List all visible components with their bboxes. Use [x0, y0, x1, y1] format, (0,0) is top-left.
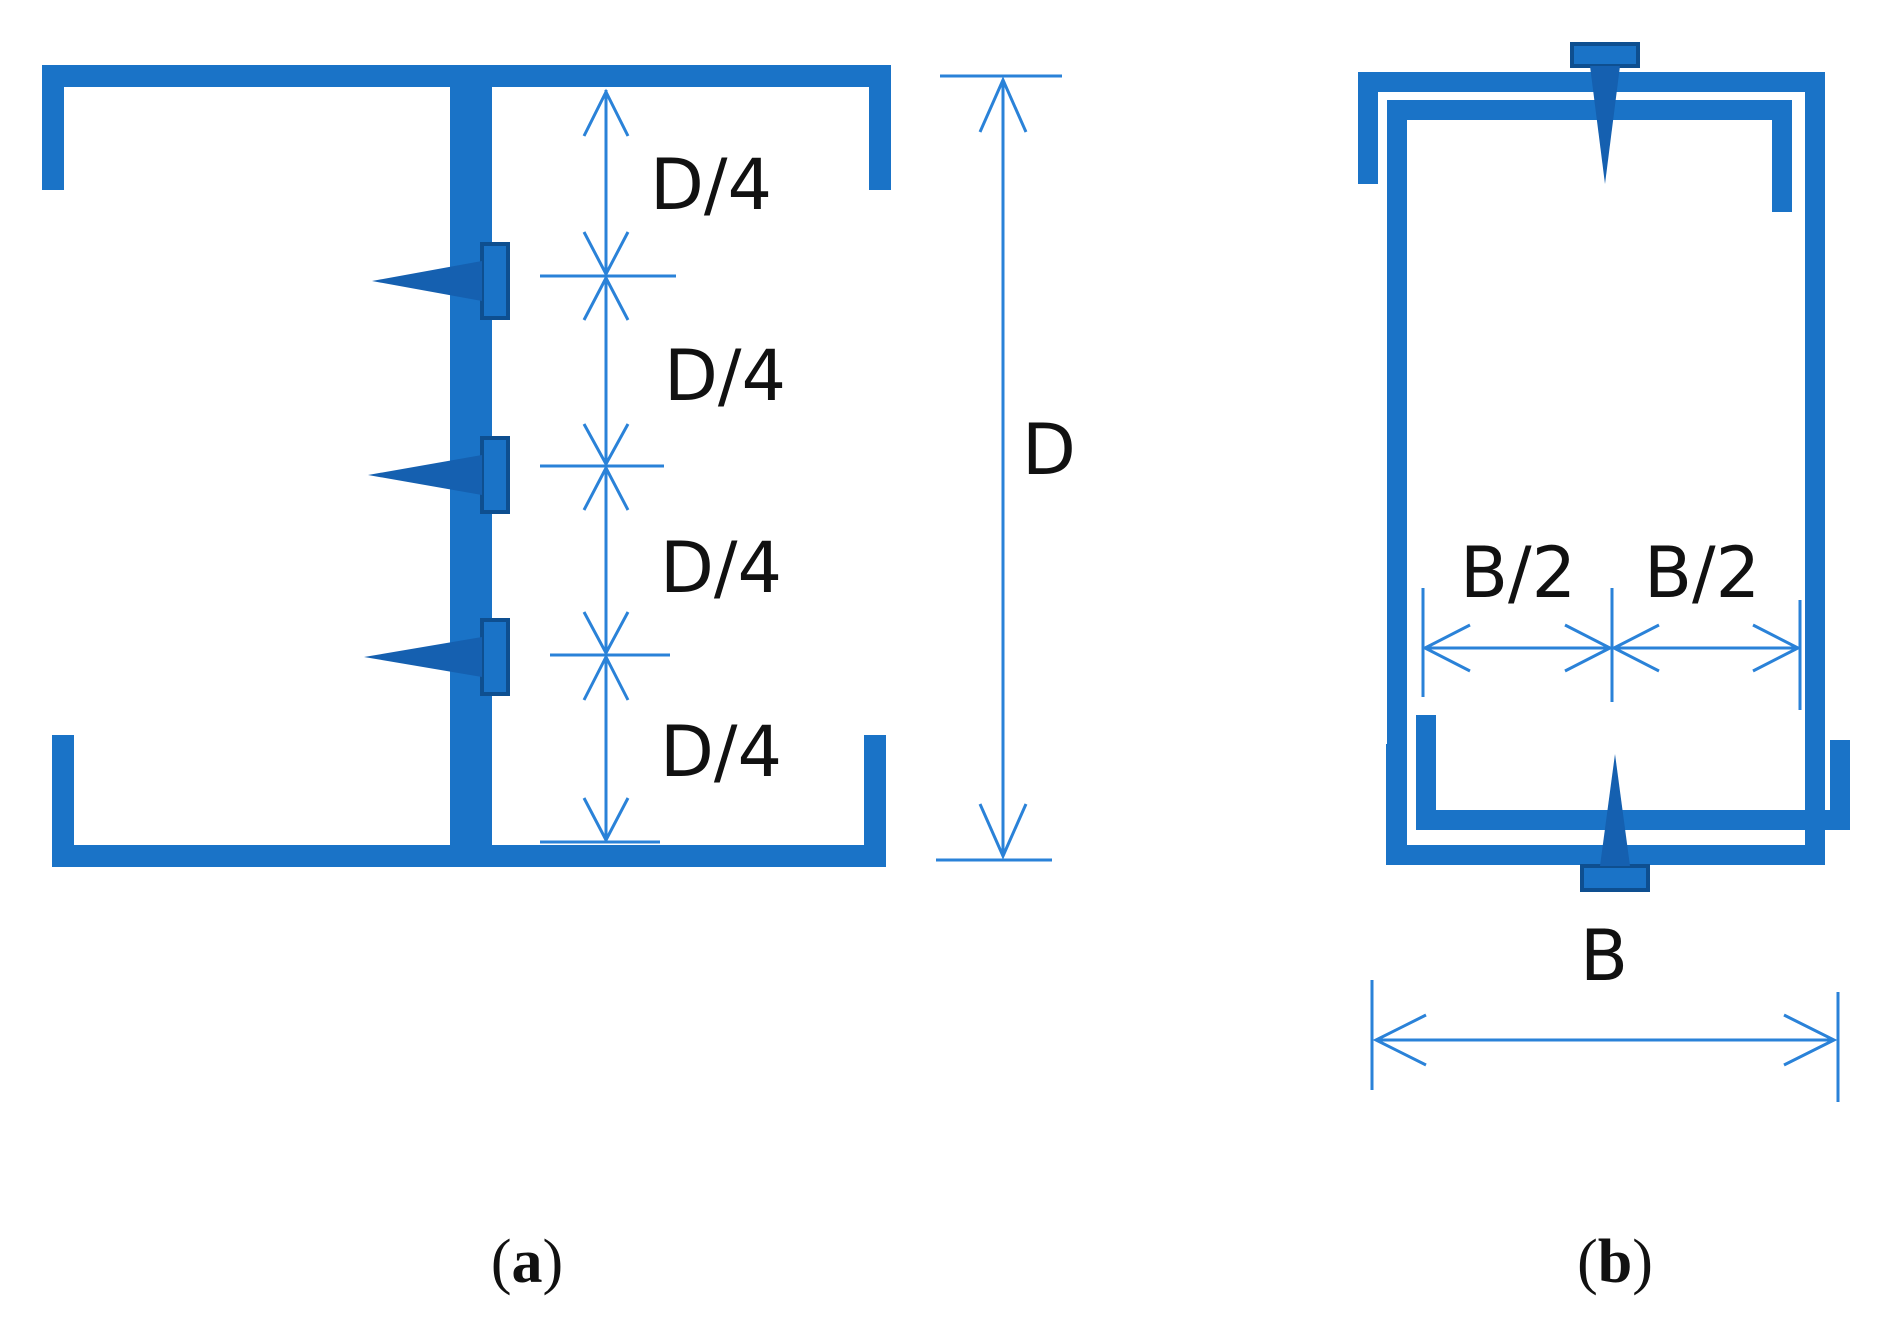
screw-3: [364, 618, 510, 696]
caption-a: (a): [491, 1228, 563, 1296]
screw-1: [372, 242, 510, 320]
half-width-label-2: B/2: [1644, 532, 1760, 614]
depth-label: D: [1022, 409, 1076, 491]
left-channel-section: [42, 65, 472, 867]
spacing-label-1: D/4: [650, 144, 772, 226]
spacing-label-2: D/4: [664, 335, 786, 417]
half-width-dimension: [1421, 588, 1802, 710]
panel-b: B/2 B/2 B (b): [1358, 42, 1850, 1296]
panel-a: D/4 D/4 D/4 D/4 D (a): [42, 65, 1076, 1296]
quarter-spacing-dimension: [540, 88, 676, 844]
spacing-label-4: D/4: [660, 711, 782, 793]
inner-channel-section: [1387, 100, 1792, 855]
inner-channel-bottom: [1416, 715, 1850, 830]
caption-b: (b): [1577, 1228, 1653, 1296]
half-width-label-1: B/2: [1460, 532, 1576, 614]
depth-dimension: [936, 74, 1062, 862]
width-label: B: [1580, 915, 1628, 997]
screw-2: [368, 436, 510, 514]
spacing-label-3: D/4: [660, 527, 782, 609]
width-dimension: [1370, 980, 1840, 1102]
top-screw: [1570, 42, 1640, 184]
bottom-screw: [1580, 754, 1650, 892]
